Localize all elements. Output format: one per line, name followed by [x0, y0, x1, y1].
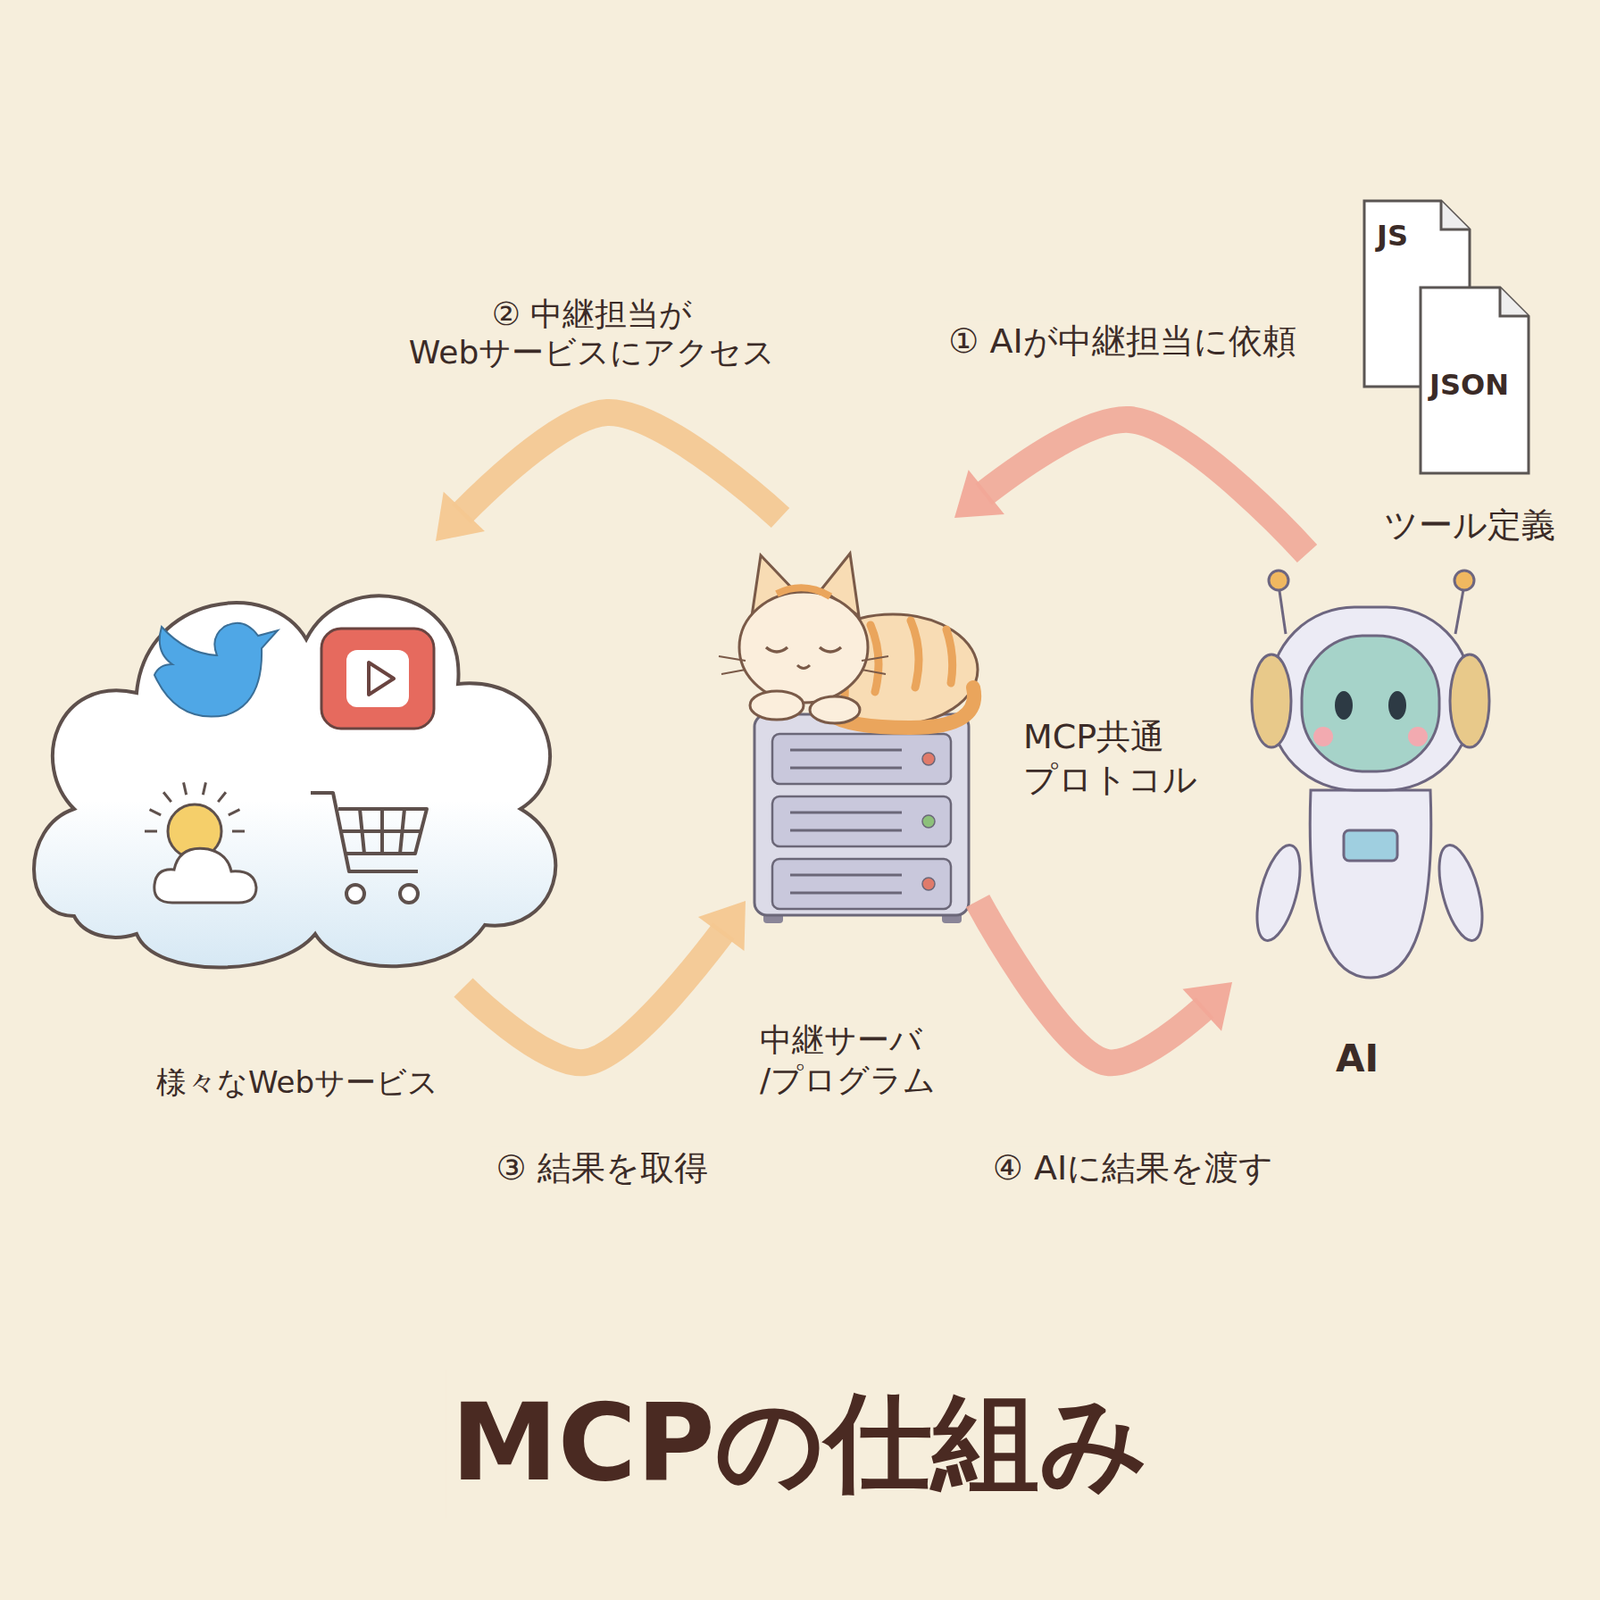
server-led: [922, 815, 935, 828]
weather-cloud-icon: [154, 848, 257, 903]
robot-headphone: [1251, 654, 1292, 748]
cat-paw: [750, 691, 804, 720]
arrow-shaft: [954, 419, 1308, 554]
robot-cheek: [1408, 726, 1428, 747]
server-slits: [790, 829, 902, 833]
arrow-head: [698, 900, 746, 951]
node-label: 様々なWebサービス: [20, 1062, 575, 1104]
document-fold: [1500, 287, 1529, 317]
diagram-title: MCPの仕組み: [445, 1369, 1154, 1519]
cat-head-stripe: [776, 587, 831, 597]
web-services-cloud: 様々なWebサービス: [20, 541, 575, 988]
sleeping-cat: [718, 553, 978, 728]
server-slits: [790, 749, 902, 752]
server-drawer: [772, 796, 951, 847]
cat-whiskers: [718, 656, 889, 675]
ai-agent: AI: [1232, 553, 1483, 1090]
robot-body: [1309, 790, 1432, 978]
server-body: [754, 714, 969, 916]
cart-wheel: [346, 884, 365, 903]
arrow-head: [435, 491, 485, 542]
server-drawer: [772, 733, 951, 784]
server-slits: [790, 750, 902, 893]
service-icons: [144, 623, 434, 903]
file-type: JSON: [1429, 367, 1542, 402]
step-label: ③ 結果を取得: [490, 1146, 713, 1192]
server-led: [922, 752, 935, 766]
step-label: ① AIが中継担当に依頼: [942, 319, 1301, 365]
ai-robot: [1248, 570, 1491, 978]
arrow-shaft: [435, 412, 781, 542]
robot-head: [1269, 607, 1472, 791]
bird-icon: [154, 623, 278, 717]
node-label: 中継サーバ /プログラム: [759, 1019, 939, 1100]
arrow-head: [954, 469, 1005, 518]
server-slits: [790, 874, 902, 877]
note-label: ツール定義: [1378, 502, 1561, 550]
step-label: ② 中継担当が Webサービスにアクセス: [376, 292, 808, 374]
server-led: [922, 877, 935, 891]
robot-arm: [1430, 841, 1491, 946]
robot-headphone: [1450, 654, 1490, 748]
video-icon: [346, 650, 409, 708]
robot-face: [1301, 635, 1440, 772]
robot-antenna-tip: [1268, 570, 1289, 591]
robot-antenna: [1455, 584, 1465, 634]
flow-arrow: [954, 419, 1308, 554]
note-label: MCP共通 プロトコル: [1017, 714, 1217, 803]
server-slits: [790, 766, 902, 770]
cloud-shape: [33, 595, 556, 967]
cat-head: [739, 591, 868, 703]
robot-eye: [1334, 691, 1353, 720]
robot-arm: [1248, 841, 1309, 946]
video-icon: [321, 628, 434, 729]
robot-antenna: [1278, 584, 1286, 634]
file-type: JS: [1376, 218, 1479, 253]
flow-arrow: [435, 412, 781, 542]
relay-server: 中継サーバ /プログラム: [745, 517, 978, 1108]
flow-arrow: [977, 900, 1233, 1063]
play-symbol: [368, 662, 394, 695]
cloud-outline: [20, 541, 575, 988]
robot-cheek: [1313, 726, 1334, 747]
cart-icon: [310, 792, 427, 872]
robot-antenna-tip: [1454, 570, 1475, 591]
cat-eyes: [766, 647, 842, 652]
tool-file: JSON: [1418, 285, 1542, 475]
server-slits: [790, 891, 902, 895]
arrow-head: [1183, 982, 1233, 1032]
robot-chest-panel: [1343, 830, 1398, 861]
step-label: ④ AIに結果を渡す: [987, 1146, 1279, 1192]
server-slits: [790, 811, 902, 815]
cat-paw: [809, 696, 860, 724]
document-fold: [1441, 200, 1470, 230]
relay-server: [754, 714, 969, 924]
server-drawer: [772, 858, 951, 909]
cart-wheel: [400, 884, 418, 903]
node-label: AI: [1335, 1035, 1379, 1084]
arrow-shaft: [977, 900, 1233, 1063]
cat-mouth: [797, 665, 810, 669]
robot-eye: [1388, 691, 1407, 720]
